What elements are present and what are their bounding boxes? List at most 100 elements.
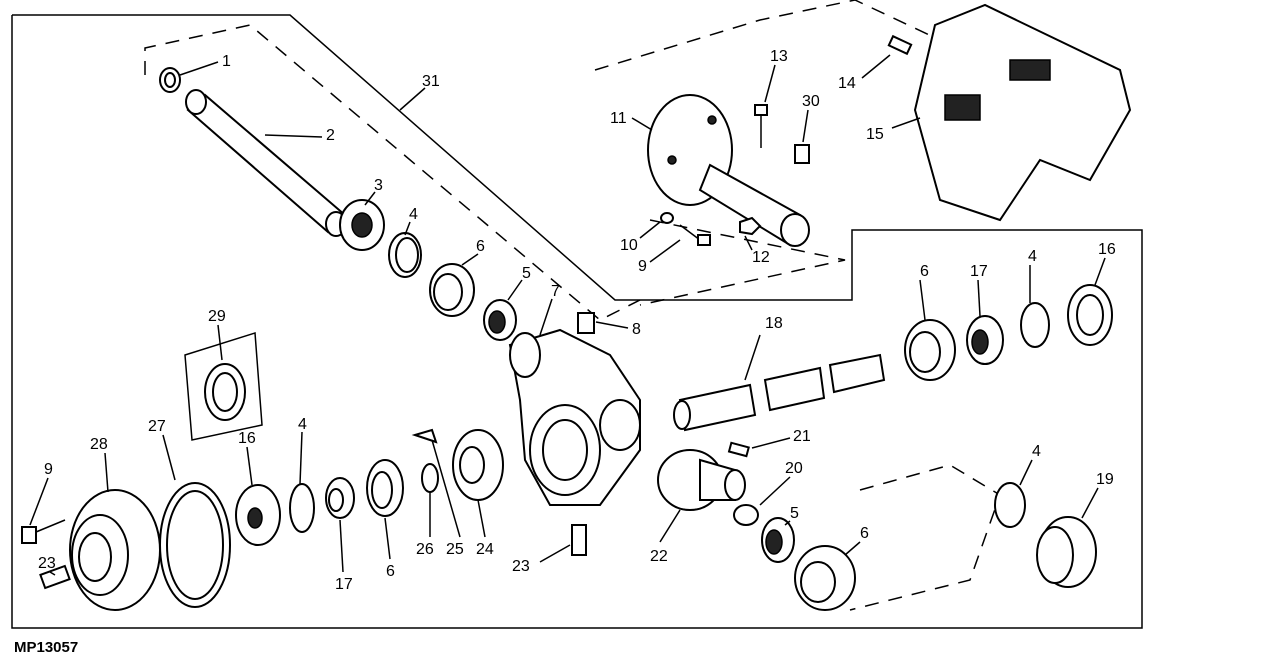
callout-number: 8 (632, 321, 641, 338)
callout-number: 1 (222, 53, 231, 70)
part-cup-lower (794, 545, 856, 611)
callout-number: 27 (148, 418, 166, 435)
part-gear-housing (508, 328, 641, 506)
part-oil-seal-boxed (184, 332, 263, 441)
leader-line (631, 117, 653, 131)
callout-number: 7 (551, 283, 560, 300)
part-gasket (159, 482, 231, 608)
leader-line (539, 544, 571, 563)
part-shield (913, 3, 1132, 222)
part-bevel-gear (452, 429, 504, 501)
callout-number: 3 (374, 177, 383, 194)
callout-number: 25 (446, 541, 464, 558)
leader-line (844, 541, 861, 556)
leader-line (339, 519, 344, 573)
diagram-border (11, 14, 1143, 629)
callout-number: 6 (386, 563, 395, 580)
part-yoke-bolt (754, 104, 768, 148)
part-pinion-ring (733, 504, 759, 526)
part-plug (577, 312, 595, 334)
part-cup-right (904, 319, 956, 381)
leader-line (364, 191, 376, 206)
part-snap-ring-top (159, 67, 181, 93)
callout-number: 24 (476, 541, 494, 558)
callout-number: 13 (770, 48, 788, 65)
callout-number: 11 (610, 110, 627, 127)
part-grease-fitting (794, 144, 810, 164)
leader-line (744, 235, 753, 251)
part-seal-left (235, 484, 281, 546)
part-snap-ring-left (289, 483, 315, 533)
callout-number: 6 (860, 525, 869, 542)
callout-number: 23 (38, 555, 56, 572)
callout-number: 4 (409, 206, 418, 223)
leader-line (759, 476, 791, 506)
part-cone-lower (761, 517, 795, 563)
part-cap-bolt (21, 519, 66, 544)
leader-line (861, 54, 891, 79)
part-yoke-flange (647, 94, 810, 247)
callout-number: 4 (1028, 248, 1037, 265)
part-pinion-key (727, 441, 750, 458)
callout-number: 22 (650, 548, 668, 565)
callout-number: 19 (1096, 471, 1114, 488)
part-cone-left (325, 477, 355, 519)
callout-number: 6 (476, 238, 485, 255)
part-square-key (887, 34, 913, 56)
leader-line (162, 434, 176, 481)
callout-number: 23 (512, 558, 530, 575)
leader-line (539, 298, 553, 336)
callout-number: 29 (208, 308, 226, 325)
leader-line (507, 279, 523, 301)
callout-number: 9 (638, 258, 647, 275)
leader-line (649, 239, 681, 263)
part-cup-left (366, 459, 404, 517)
leader-line (595, 321, 629, 329)
leader-line (179, 61, 219, 76)
callout-number: 2 (326, 127, 335, 144)
callout-number: 31 (422, 73, 440, 90)
part-cone-upper (483, 299, 517, 341)
part-shaft-sections (673, 353, 886, 432)
part-cup-upper (429, 263, 475, 317)
leader-lines (29, 54, 1106, 576)
part-bearing-cap (69, 489, 161, 611)
callout-number: 4 (298, 416, 307, 433)
leader-line (104, 452, 109, 493)
leader-line (764, 64, 776, 103)
part-input-shaft (185, 89, 347, 237)
callout-number: 14 (838, 75, 856, 92)
part-cap-screw (679, 224, 711, 246)
callout-number: 26 (416, 541, 434, 558)
leader-line (1094, 257, 1106, 286)
leader-line (639, 221, 661, 239)
part-snap-ring-lower (994, 482, 1026, 528)
part-woodruff-key (411, 428, 438, 444)
leader-line (477, 499, 486, 538)
part-cone-right (966, 315, 1004, 365)
group-outline-yoke-lower (639, 219, 846, 306)
callout-number: 16 (1098, 241, 1116, 258)
callout-number: 9 (44, 461, 53, 478)
leader-line (1019, 459, 1033, 486)
callout-number: 16 (238, 430, 256, 447)
callout-number: 5 (790, 505, 799, 522)
part-snap-ring-upper (388, 232, 422, 278)
part-washer (660, 212, 674, 224)
group-outline-bearing (849, 464, 1001, 611)
callout-number: 6 (920, 263, 929, 280)
part-cap-fitting (39, 564, 71, 590)
part-bushing (1036, 516, 1097, 588)
leader-line (217, 324, 223, 361)
leader-line (404, 221, 411, 236)
figure-code: MP13057 (14, 639, 78, 656)
callout-number: 4 (1032, 443, 1041, 460)
leader-line (246, 446, 253, 486)
callout-number: 18 (765, 315, 783, 332)
callout-number: 17 (970, 263, 988, 280)
callout-number: 21 (793, 428, 811, 445)
leader-line (29, 477, 49, 526)
leader-line (384, 517, 391, 560)
